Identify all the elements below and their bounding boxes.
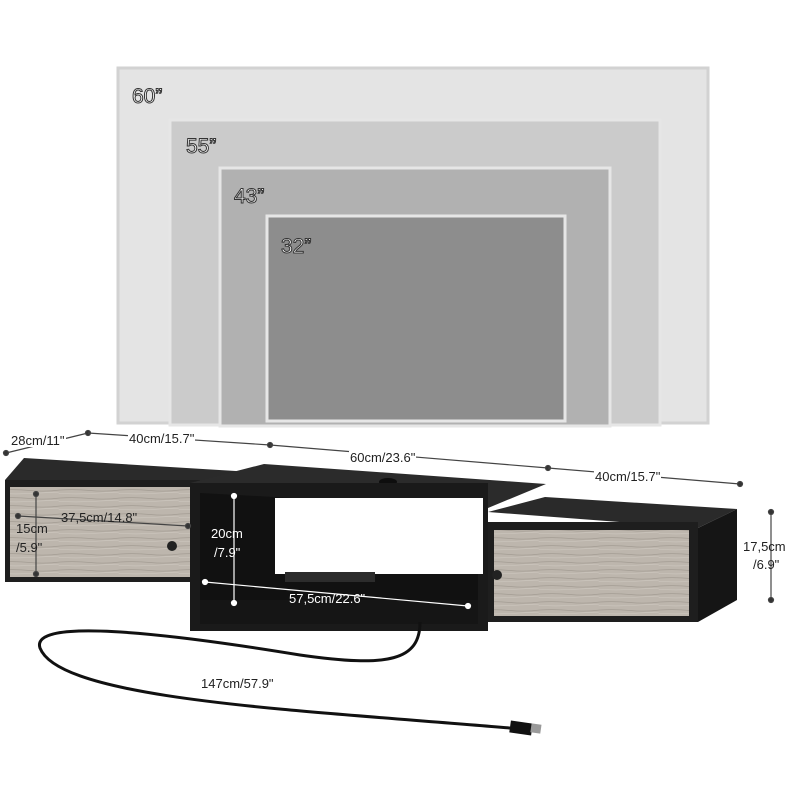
open-width-label: 57,5cm/22.6" xyxy=(289,591,366,606)
open-height-label-line2: /7.9" xyxy=(214,545,241,560)
drawer-width-label: 37,5cm/14.8" xyxy=(61,510,138,525)
center-back-opening xyxy=(275,498,483,574)
tv-size-label-32: 32” xyxy=(280,235,312,258)
drawer-height-label-line2: /5.9" xyxy=(16,540,43,555)
interior-dimension-lines xyxy=(201,492,472,610)
height-label-line2: /6.9" xyxy=(753,557,780,572)
left-width-label: 40cm/15.7" xyxy=(128,431,196,446)
tv-size-label-60: 60” xyxy=(131,85,163,108)
center-width-label: 60cm/23.6" xyxy=(349,450,417,465)
left-drawer-knob xyxy=(167,541,177,551)
usb-plug xyxy=(509,720,533,736)
power-cord xyxy=(38,621,511,730)
tv-32-outline xyxy=(265,214,567,423)
cord-length-label: 147cm/57.9" xyxy=(201,676,274,691)
height-label-line1: 17,5cm xyxy=(743,539,786,554)
tv-size-label-55: 55” xyxy=(185,135,217,158)
center-shelf-front xyxy=(200,600,478,624)
drawer-height-label-line1: 15cm xyxy=(16,521,48,536)
open-height-label-line1: 20cm xyxy=(211,526,243,541)
usb-plug-tip xyxy=(530,723,542,734)
depth-label: 28cm/11" xyxy=(10,433,66,448)
router-device xyxy=(285,572,375,582)
dimension-lines xyxy=(2,429,775,604)
right-drawer-knob xyxy=(492,570,502,580)
right-width-label: 40cm/15.7" xyxy=(594,469,662,484)
tv-size-label-43: 43” xyxy=(233,185,265,208)
right-cabinet-side xyxy=(698,509,737,622)
right-drawer-front xyxy=(494,530,689,616)
right-cabinet-top xyxy=(488,497,737,528)
left-drawer-front xyxy=(10,487,193,577)
